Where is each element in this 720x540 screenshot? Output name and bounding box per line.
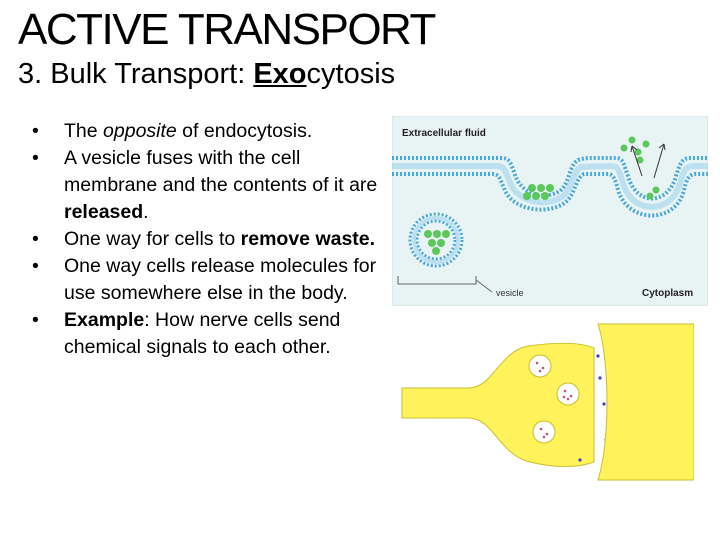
bullet-text: .	[143, 201, 149, 223]
bullet-item: One way for cells to remove waste.	[28, 226, 378, 253]
bullet-text: The	[64, 120, 104, 142]
exocytosis-diagram: Extracellular fluid	[392, 116, 708, 306]
bullet-text: .	[306, 120, 313, 142]
postsynaptic-cell	[597, 323, 694, 481]
subtitle-underlined: Exo	[253, 58, 307, 90]
neurotransmitter-dots	[535, 361, 573, 439]
synaptic-vesicle	[556, 382, 580, 406]
synaptic-vesicle	[528, 354, 552, 378]
bullet-text: One way cells release molecules for use …	[64, 255, 377, 304]
bullet-list: The opposite of endocytosis. A vesicle f…	[28, 118, 378, 361]
bullet-item: The opposite of endocytosis.	[28, 118, 378, 145]
slide-subtitle: 3. Bulk Transport: Exocytosis	[18, 56, 395, 92]
released-molecules	[620, 136, 666, 200]
subtitle-suffix: cytosis	[306, 58, 396, 90]
diagram-background	[392, 116, 708, 306]
bullet-text: One way for cells to	[64, 228, 241, 250]
bullet-bold-text: Example	[64, 309, 145, 331]
synaptic-vesicle	[532, 420, 556, 444]
bullet-text: of	[176, 120, 204, 142]
bullet-bold-text: released	[64, 201, 144, 223]
vesicle-label: vesicle	[496, 288, 524, 298]
fusing-vesicle	[523, 184, 554, 200]
bullet-item: Example: How nerve cells send chemical s…	[28, 307, 378, 361]
bullet-text: A vesicle fuses with the cell membrane a…	[64, 147, 378, 196]
slide-title: ACTIVE TRANSPORT	[18, 5, 436, 54]
cell-membrane	[392, 156, 708, 218]
vesicle-pointer	[475, 279, 493, 293]
bullet-bold-text: remove waste.	[240, 228, 376, 250]
bullet-italic-text: opposite	[103, 120, 177, 142]
vesicle	[408, 212, 464, 268]
cytoplasm-label: Cytoplasm	[642, 288, 693, 299]
bullet-text: endocytosis	[203, 120, 307, 142]
bullet-text: : How nerve cells send chemical signals …	[64, 309, 341, 358]
extracellular-fluid-label: Extracellular fluid	[402, 128, 486, 139]
bullet-item: A vesicle fuses with the cell membrane a…	[28, 145, 378, 226]
subtitle-prefix: 3. Bulk Transport:	[18, 58, 254, 90]
synapse-diagram	[398, 322, 694, 484]
bullet-item: One way cells release molecules for use …	[28, 253, 378, 307]
